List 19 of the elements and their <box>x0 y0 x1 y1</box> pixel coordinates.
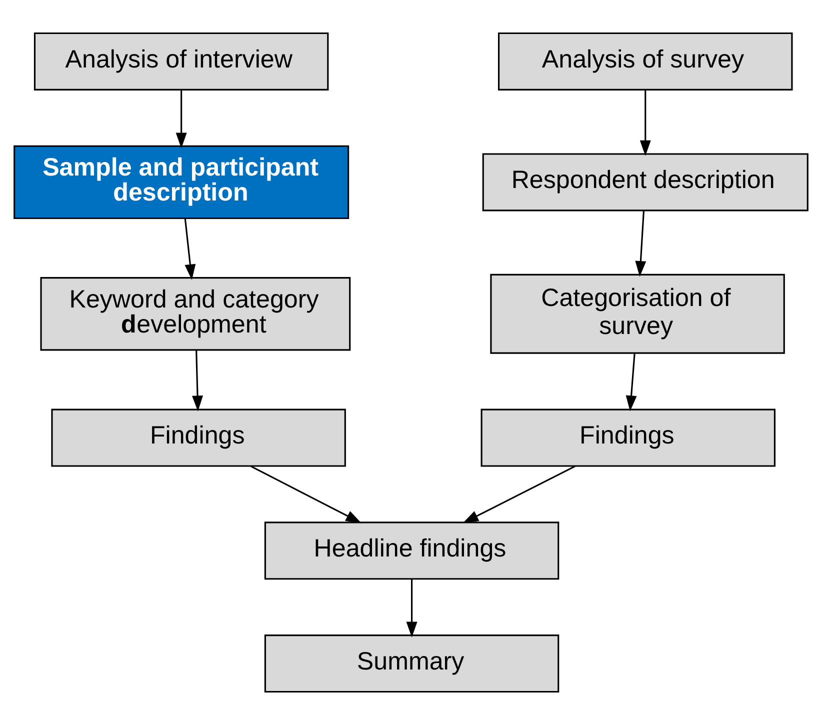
arrow <box>635 210 646 277</box>
node-box: Categorisation of survey <box>490 274 785 354</box>
node-box: Findings <box>51 408 346 467</box>
node-box: Headline findings <box>264 522 560 580</box>
arrow <box>184 218 196 280</box>
arrow <box>406 579 418 638</box>
arrow <box>462 465 576 524</box>
arrow <box>640 90 651 156</box>
arrow <box>176 90 187 148</box>
node-box: Sample and participant description <box>14 145 350 220</box>
node-box: Summary <box>264 634 560 693</box>
arrow <box>192 350 204 412</box>
node-box: Analysis of interview <box>34 32 329 90</box>
node-box: Keyword and category development <box>40 277 351 351</box>
arrow <box>626 354 637 412</box>
arrow <box>250 465 362 524</box>
node-box: Findings <box>480 408 776 467</box>
node-box: Analysis of survey <box>498 32 793 90</box>
node-box: Respondent description <box>482 153 808 212</box>
